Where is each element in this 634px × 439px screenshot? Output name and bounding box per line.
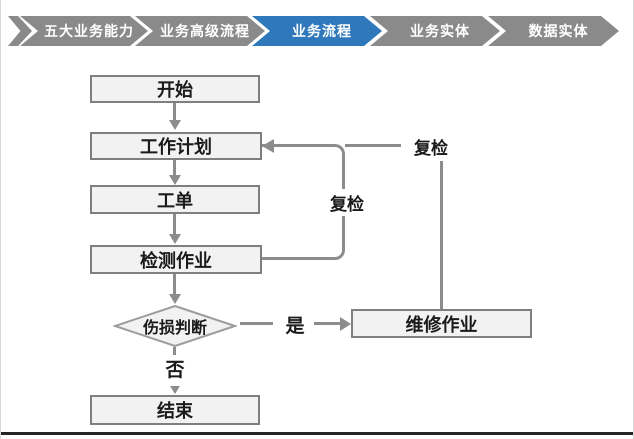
flow-node-inspection: 检测作业 [90, 245, 262, 274]
edge-label-recheck-inner: 复检 [326, 189, 368, 216]
nav-step-data-entity[interactable]: 数据实体 [488, 16, 619, 46]
node-label: 工单 [157, 190, 193, 211]
connector-start-to-plan [173, 103, 176, 121]
flow-node-work-plan: 工作计划 [90, 132, 262, 160]
flow-node-repair: 维修作业 [351, 309, 532, 338]
edge-label-no: 否 [165, 360, 185, 381]
nav-step-business-entity[interactable]: 业务实体 [370, 16, 500, 46]
connector-recheck-outer-vertical [440, 161, 443, 309]
connector-inspect-to-decision [173, 274, 176, 295]
node-label: 开始 [157, 80, 193, 100]
bottom-rule-line [0, 432, 634, 435]
nav-step-label: 数据实体 [528, 23, 589, 39]
connector-plan-to-order [173, 160, 176, 176]
arrowhead-down-icon [169, 234, 181, 244]
edge-label-recheck-outer: 复检 [414, 139, 448, 158]
node-label: 伤损判断 [142, 320, 207, 337]
process-nav: 五大业务能力 业务高级流程 业务流程 业务实体 数据实体 [0, 0, 634, 60]
node-label: 结束 [157, 401, 193, 421]
flow-node-work-order: 工单 [90, 185, 260, 214]
connector-yes-to-repair [314, 322, 341, 325]
nav-step-label: 业务实体 [410, 23, 470, 39]
connector-decision-to-end-stub [173, 347, 176, 355]
connector-recheck-outer-horizontal [345, 144, 401, 147]
nav-step-label: 业务高级流程 [160, 23, 250, 39]
arrowhead-left-icon [262, 139, 274, 153]
connector-order-to-inspect [173, 214, 176, 235]
nav-step-label: 五大业务能力 [44, 23, 134, 39]
arrowhead-down-icon [169, 120, 181, 130]
flow-node-start: 开始 [90, 75, 260, 103]
page-left-edge [0, 0, 1, 439]
arrowhead-down-icon [169, 294, 181, 304]
node-label: 维修作业 [405, 314, 478, 335]
nav-step-high-level-process[interactable]: 业务高级流程 [135, 16, 265, 46]
decision-diamond-shape [113, 305, 237, 347]
node-label: 检测作业 [140, 250, 212, 271]
flow-node-end: 结束 [90, 395, 260, 425]
node-label: 工作计划 [140, 137, 212, 157]
arrowhead-down-icon [169, 175, 181, 185]
edge-label-yes: 是 [285, 316, 305, 337]
arrowhead-down-icon [170, 386, 180, 394]
nav-step-five-capabilities[interactable]: 五大业务能力 [20, 16, 148, 46]
flow-node-damage-decision: 伤损判断 [113, 305, 237, 347]
arrowhead-right-icon [340, 317, 351, 331]
nav-step-business-process-active[interactable]: 业务流程 [252, 16, 382, 46]
connector-decision-yes-segment [240, 322, 273, 325]
nav-step-label: 业务流程 [292, 23, 352, 39]
